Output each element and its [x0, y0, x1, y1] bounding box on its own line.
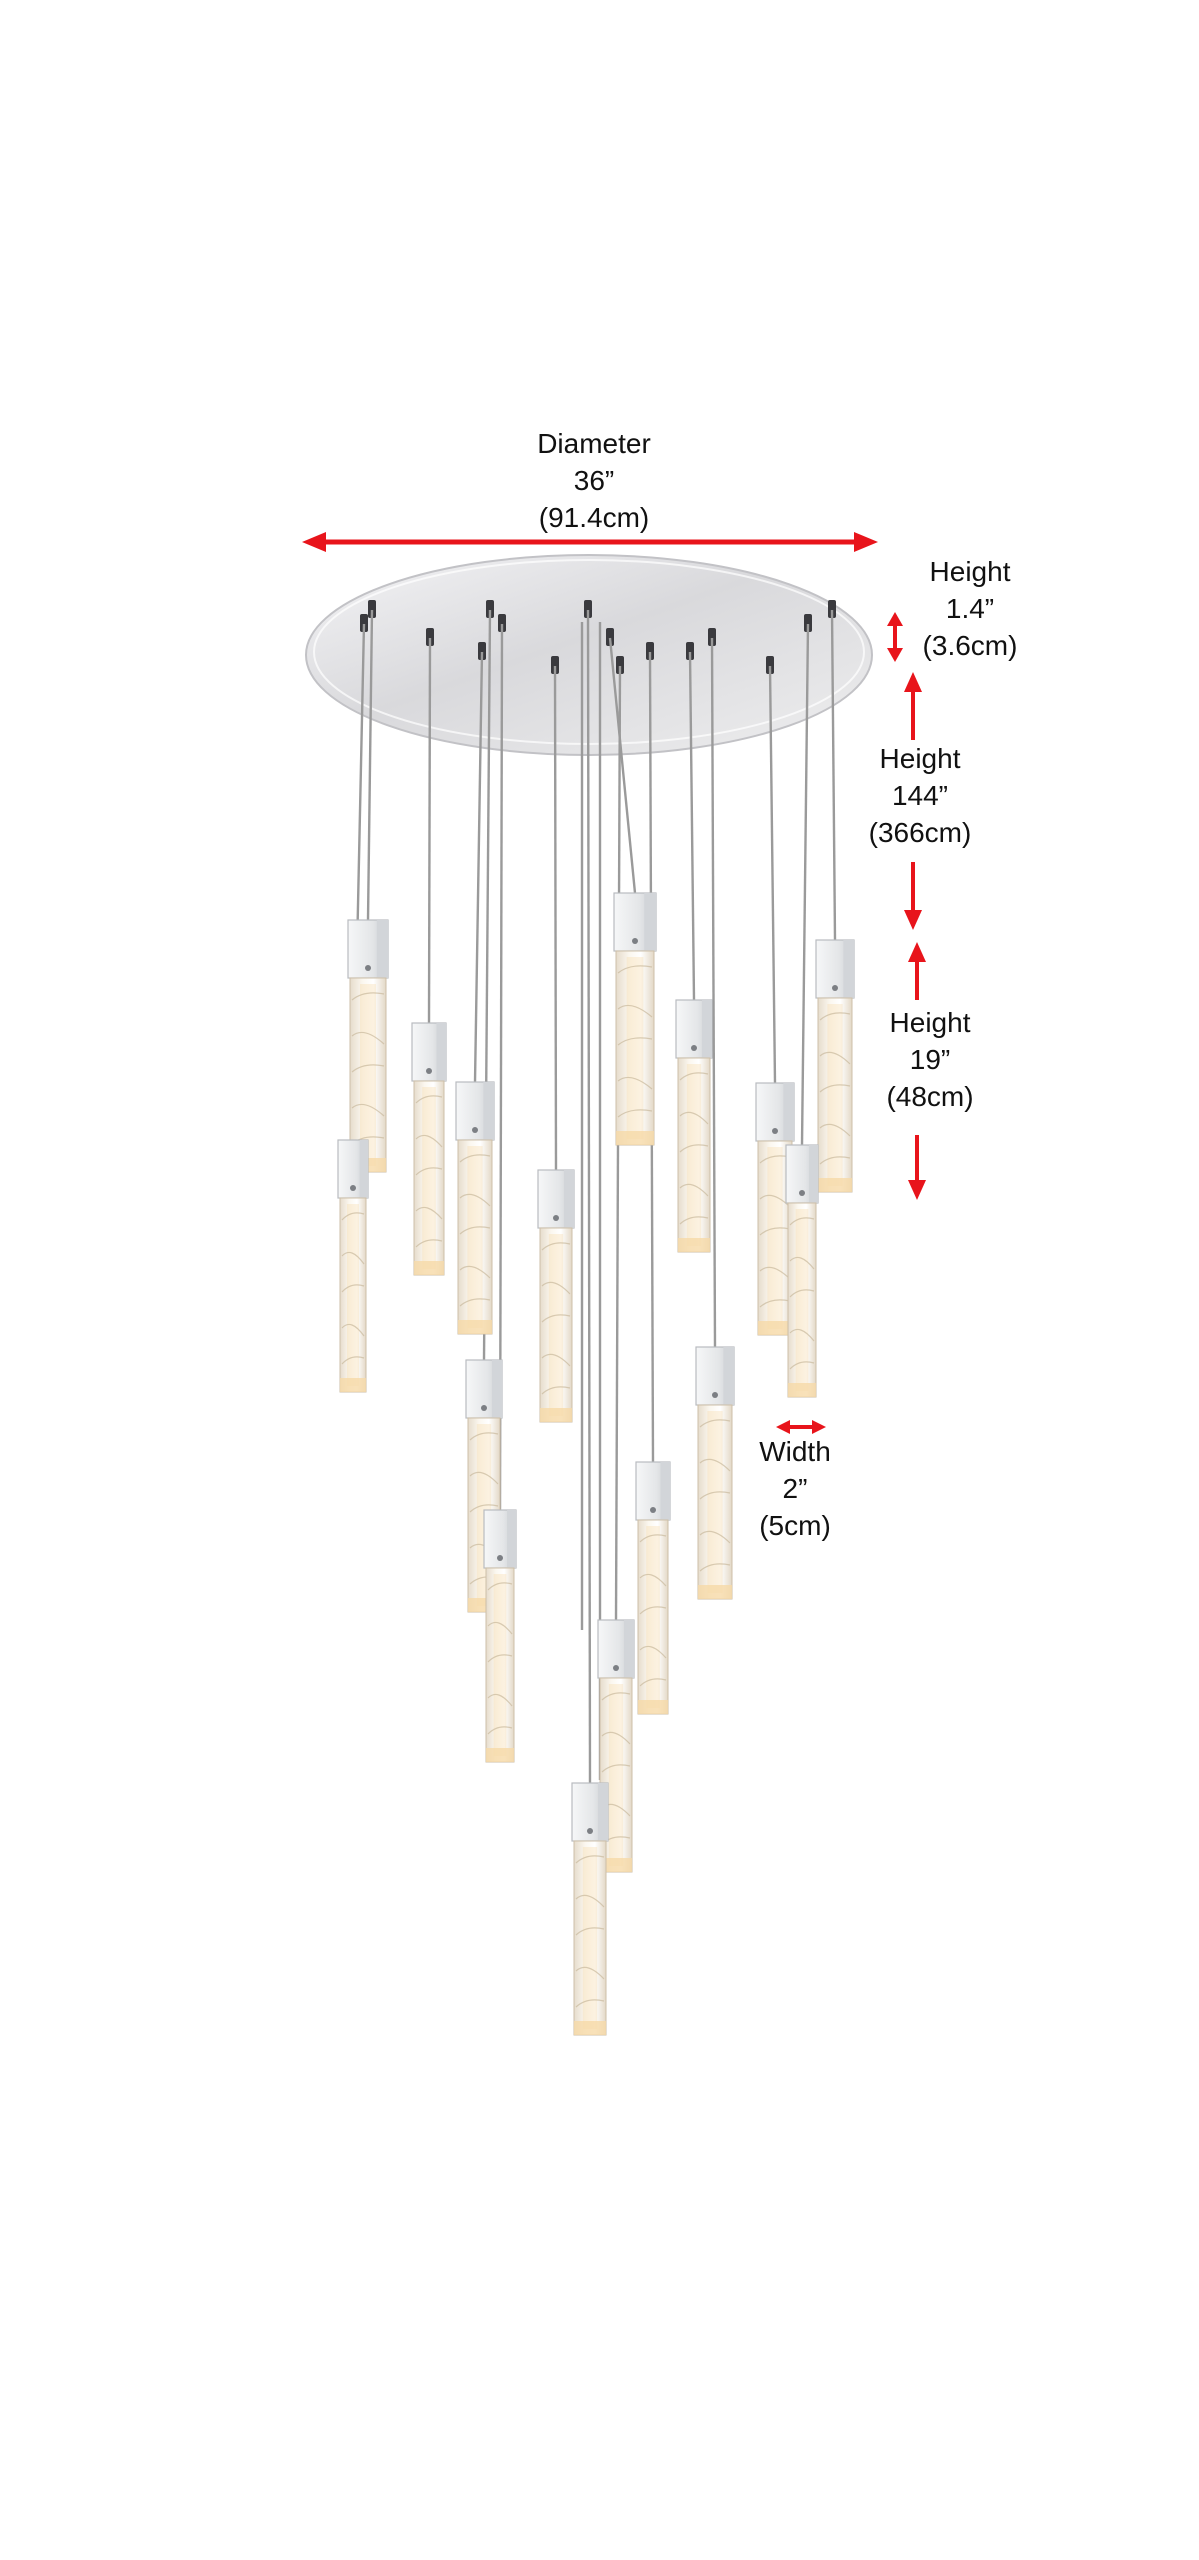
- crystal-pendant: [571, 1782, 609, 2036]
- cord-grip: [478, 642, 486, 660]
- suspension-cord: [710, 637, 717, 1348]
- crystal-pendants: [337, 892, 855, 2036]
- pendant-width-title: Width: [759, 1436, 831, 1467]
- cord-grip: [828, 600, 836, 618]
- pendant-height-label: Height 19” (48cm): [860, 1004, 1000, 1115]
- drop-height-imperial: 144”: [891, 780, 949, 811]
- drop-height-label: Height 144” (366cm): [850, 740, 990, 851]
- pendant-height-title: Height: [889, 1007, 971, 1038]
- crystal-pendant: [347, 919, 389, 1173]
- drop-height-arrow-lower: [904, 862, 922, 930]
- crystal-pendant: [675, 999, 713, 1253]
- cord-grip: [804, 614, 812, 632]
- suspension-cord: [800, 623, 810, 1146]
- cord-grip: [360, 614, 368, 632]
- canopy-height-imperial: 1.4”: [945, 593, 995, 624]
- canopy-height-label: Height 1.4” (3.6cm): [900, 553, 1040, 664]
- canopy-height-arrow: [887, 612, 903, 662]
- crystal-pendant: [411, 1022, 447, 1276]
- diameter-label: Diameter 36” (91.4cm): [514, 425, 674, 536]
- crystal-pendant: [455, 1081, 495, 1335]
- diameter-metric: (91.4cm): [538, 502, 650, 533]
- pendant-width-metric: (5cm): [759, 1510, 831, 1541]
- cord-grip: [766, 656, 774, 674]
- cord-grip: [616, 656, 624, 674]
- suspension-cord: [366, 609, 374, 921]
- crystal-pendant: [695, 1346, 735, 1600]
- crystal-pendant: [483, 1509, 517, 1763]
- drop-height-title: Height: [879, 743, 961, 774]
- cord-grip: [646, 642, 654, 660]
- crystal-pendant: [785, 1144, 819, 1398]
- suspension-cord: [768, 665, 777, 1084]
- dimension-arrows: [302, 532, 926, 1434]
- suspension-cord: [473, 651, 484, 1083]
- pendant-height-imperial: 19”: [909, 1044, 951, 1075]
- cord-grip: [498, 614, 506, 632]
- cord-grip: [606, 628, 614, 646]
- pendant-height-arrow-lower: [908, 1135, 926, 1200]
- canopy-height-metric: (3.6cm): [922, 630, 1018, 661]
- drop-height-metric: (366cm): [868, 817, 972, 848]
- suspension-cord: [553, 665, 558, 1171]
- suspension-cord: [688, 651, 696, 1001]
- drop-height-arrow-upper: [904, 672, 922, 740]
- crystal-pendant: [613, 892, 657, 1146]
- diameter-title: Diameter: [537, 428, 651, 459]
- diameter-imperial: 36”: [573, 465, 615, 496]
- cord-grips: [360, 600, 836, 674]
- width-arrow: [776, 1420, 826, 1434]
- cord-grip: [486, 600, 494, 618]
- canopy-height-title: Height: [929, 556, 1011, 587]
- crystal-pendant: [635, 1461, 671, 1715]
- cord-grip: [551, 656, 559, 674]
- crystal-pendant: [815, 939, 855, 1193]
- suspension-cord: [608, 637, 637, 894]
- pendant-width-imperial: 2”: [782, 1473, 808, 1504]
- suspension-cord: [586, 609, 592, 1784]
- cord-grip: [708, 628, 716, 646]
- cord-grip: [584, 600, 592, 618]
- crystal-pendant: [337, 1139, 369, 1393]
- suspension-cord: [427, 637, 432, 1024]
- cord-grip: [686, 642, 694, 660]
- pendant-height-metric: (48cm): [886, 1081, 974, 1112]
- diameter-arrow: [302, 532, 878, 552]
- cord-grip: [426, 628, 434, 646]
- suspension-cord: [830, 609, 837, 941]
- pendant-width-label: Width 2” (5cm): [735, 1433, 855, 1544]
- cord-grip: [368, 600, 376, 618]
- crystal-pendant: [537, 1169, 575, 1423]
- pendant-height-arrow-upper: [908, 942, 926, 1000]
